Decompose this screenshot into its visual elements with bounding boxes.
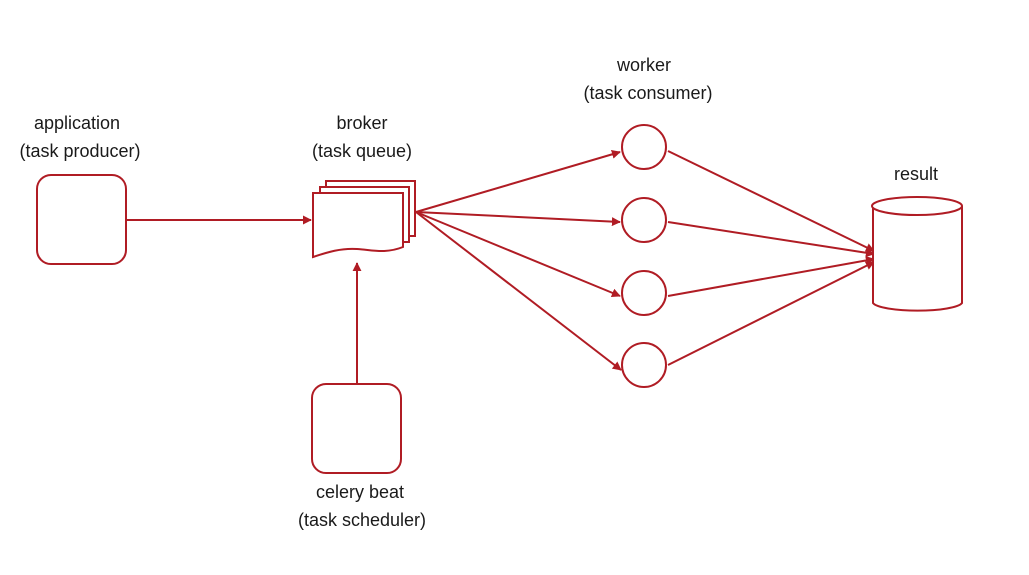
result-title: result bbox=[894, 164, 938, 184]
broker-subtitle: (task queue) bbox=[312, 141, 412, 161]
edge-broker-to-worker-2 bbox=[415, 211, 621, 227]
edge-worker-1-to-result bbox=[667, 150, 875, 252]
worker-node-1 bbox=[621, 124, 667, 170]
worker-node-3 bbox=[621, 270, 667, 316]
edge-broker-to-worker-4 bbox=[415, 211, 622, 371]
broker-title: broker bbox=[336, 113, 387, 133]
workers bbox=[621, 124, 667, 388]
worker-node-4 bbox=[621, 342, 667, 388]
application-subtitle: (task producer) bbox=[19, 141, 140, 161]
edges bbox=[126, 149, 875, 384]
application-title: application bbox=[34, 113, 120, 133]
worker-subtitle: (task consumer) bbox=[583, 83, 712, 103]
edge-broker-to-worker-1 bbox=[415, 149, 621, 213]
celery-beat-node bbox=[311, 383, 402, 474]
result-database-icon bbox=[871, 196, 963, 312]
edge-broker-to-worker-3 bbox=[415, 211, 621, 298]
celery-beat-subtitle: (task scheduler) bbox=[298, 510, 426, 530]
edge-worker-4-to-result bbox=[667, 261, 875, 366]
worker-title: worker bbox=[616, 55, 671, 75]
broker-queue-icon bbox=[312, 180, 416, 259]
application-node bbox=[36, 174, 127, 265]
celery-beat-title: celery beat bbox=[316, 482, 404, 502]
edge-worker-2-to-result bbox=[667, 221, 875, 258]
edge-worker-3-to-result bbox=[667, 256, 875, 297]
worker-node-2 bbox=[621, 197, 667, 243]
